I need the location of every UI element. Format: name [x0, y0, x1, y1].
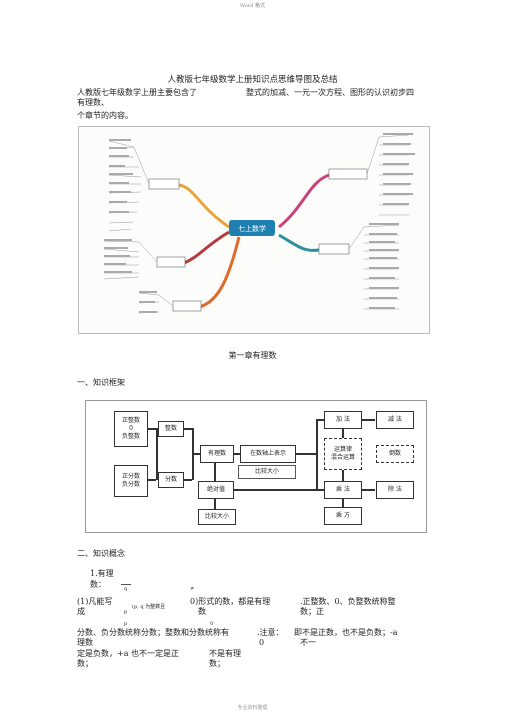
page-header: Word 格式 [240, 3, 265, 9]
definition-c: 0)形式的数，都是有理 [190, 597, 271, 606]
definition-b: 成 [77, 607, 85, 616]
box-compare-numberline: 比较大小 [238, 465, 296, 479]
box-rational: 有理数 [200, 445, 234, 463]
box-numberline: 在数轴上表示 [240, 445, 296, 463]
box-integer: 整数 [158, 421, 184, 437]
concept-line-2b: 理数 [77, 638, 93, 647]
concept-line-3d: 数； [209, 659, 225, 668]
box-addition: 加 法 [324, 411, 362, 429]
page-footer: 专业资料整理 [237, 705, 268, 711]
concept-line-3b: 数； [77, 659, 93, 668]
box-fraction: 分数 [158, 472, 184, 488]
intro-line-3: 个章节的内容。 [77, 111, 133, 120]
page-title: 人教版七年级数学上册知识点思维导图及总结 [167, 75, 338, 85]
box-fractions-list: 正分数负分数 [114, 465, 148, 497]
not-equal-sign: ≠ [190, 586, 195, 592]
definition-e: .正整数、0、负整数统称整 [300, 597, 396, 606]
fraction-denominator-2: p [124, 621, 128, 627]
fraction-marker: 0 [210, 621, 214, 627]
definition-d: 数 [198, 607, 206, 616]
fraction-denominator: p [124, 609, 128, 615]
fraction-numerator: q [124, 586, 128, 592]
definition-a: (1)凡能写 [77, 597, 113, 606]
mind-map-center: 七上数学 [238, 224, 266, 233]
note-label: .注意： [257, 628, 284, 637]
box-reciprocal: 倒数 [376, 445, 414, 463]
box-multiplication: 乘 法 [324, 481, 362, 499]
concept-line-3a: 定是负数，+a 也不一定是正 [77, 649, 180, 658]
chapter-title: 第一章有理数 [228, 351, 277, 360]
box-power: 乘 方 [324, 507, 362, 525]
fraction-bar [121, 584, 131, 585]
mind-map-graphic: 七上数学 [103, 133, 415, 314]
note-text: 即不是正数，也不是负数；-a [294, 628, 398, 637]
mind-map-image: 七上数学 [78, 126, 430, 334]
concept-line-3c: 不是有理 [209, 649, 241, 658]
intro-line-1a: 人教版七年级数学上册主要包含了 [77, 88, 197, 97]
definition-f: 数；正 [300, 607, 324, 616]
box-abs-value: 绝对值 [198, 481, 234, 499]
concept-item-1b: 数： [90, 580, 106, 589]
concept-item-1a: 1.有理 [90, 569, 114, 578]
definition-condition: (p, q 为整数且 [132, 604, 166, 610]
intro-line-2: 有理数、 [77, 98, 109, 107]
box-compare-size: 比较大小 [198, 509, 236, 525]
box-division: 除 法 [376, 481, 414, 499]
intro-line-1b: 整式的加减、一元一次方程、图形的认识初步四 [246, 88, 414, 97]
zero-symbol: 0 [259, 638, 265, 647]
box-subtraction: 减 法 [376, 411, 414, 429]
section-heading-framework: 一、知识框架 [77, 378, 125, 387]
concept-line-2a: 分数、负分数统称分数；整数和分数统称有 [77, 628, 229, 637]
note-text-2: 不一 [300, 638, 316, 647]
box-laws: 运算律混合运算 [324, 438, 362, 470]
section-heading-concepts: 二、知识概念 [77, 549, 125, 558]
